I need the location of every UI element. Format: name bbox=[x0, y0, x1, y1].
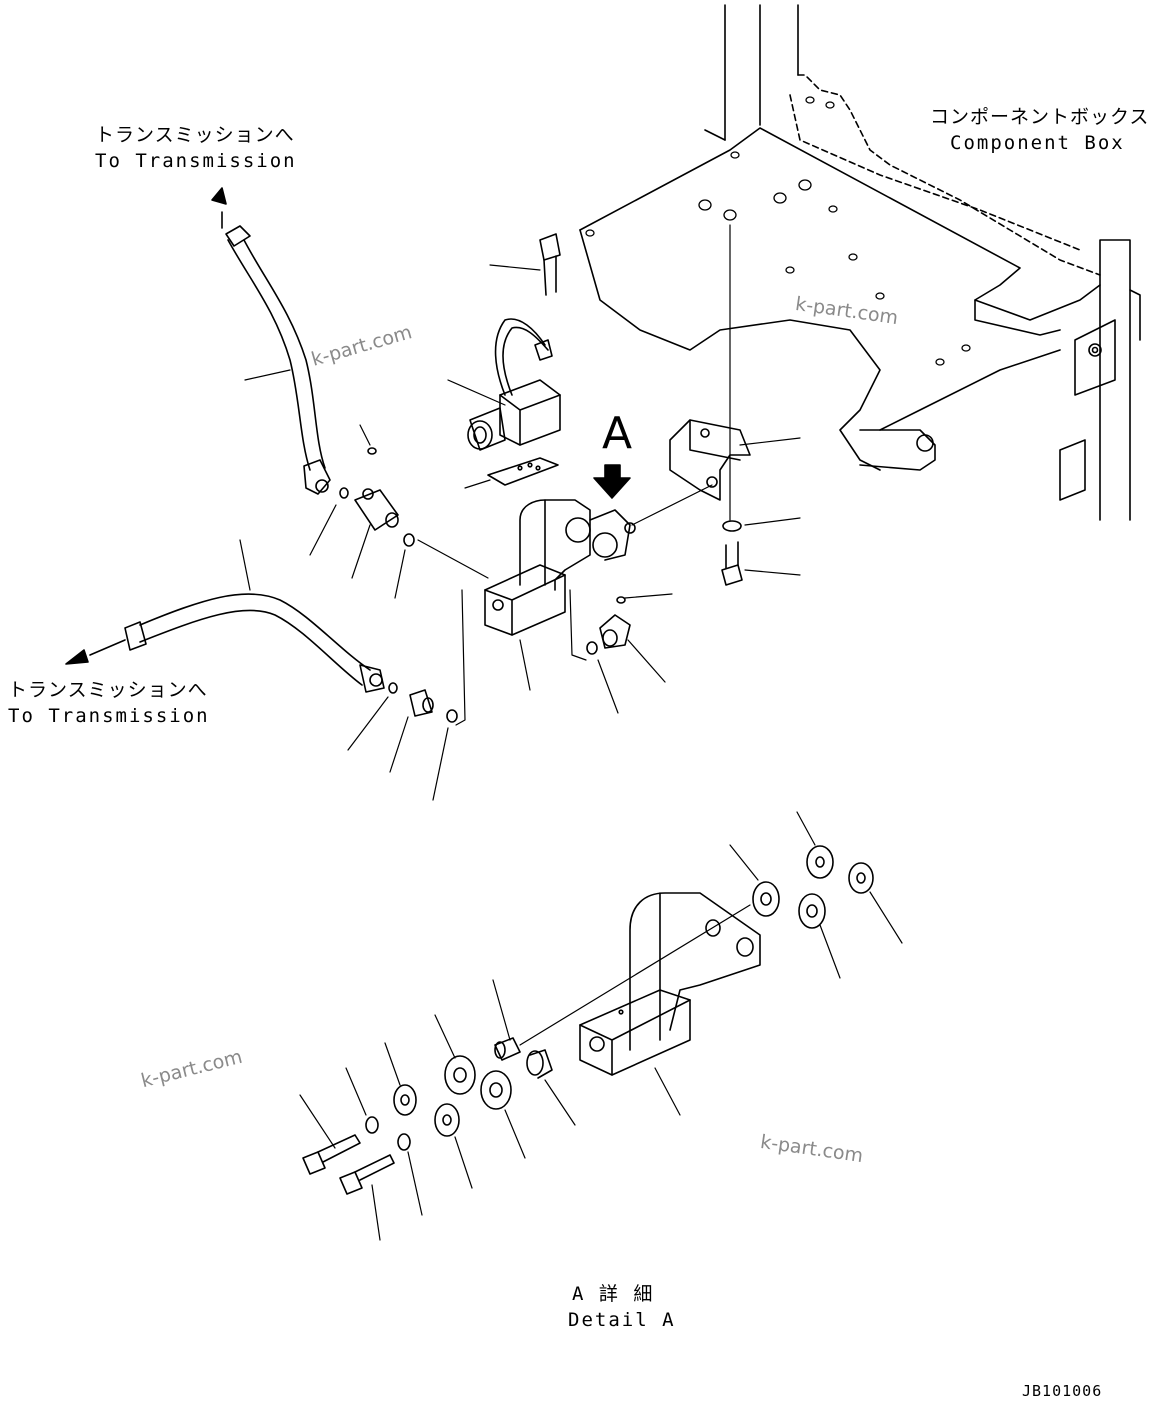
to-transmission-left-label-jp: トランスミッションへ bbox=[8, 679, 208, 701]
component-box-label-en: Component Box bbox=[950, 132, 1125, 154]
component-box-label-jp: コンポーネントボックス bbox=[930, 106, 1150, 128]
washer-bolt-right bbox=[721, 517, 801, 586]
detail-a-title-en: Detail A bbox=[568, 1309, 676, 1331]
fittings-right bbox=[569, 589, 673, 714]
hose-upper bbox=[211, 187, 331, 495]
main-bracket bbox=[484, 499, 636, 691]
to-transmission-top-label-jp: トランスミッションへ bbox=[95, 124, 295, 146]
bolt-upper bbox=[489, 233, 561, 296]
detail-a-assembly bbox=[299, 811, 903, 1241]
hose-lower bbox=[65, 539, 385, 693]
view-marker-a: A bbox=[602, 408, 633, 459]
to-transmission-left-label-en: To Transmission bbox=[8, 705, 210, 727]
to-transmission-top-label-en: To Transmission bbox=[95, 150, 297, 172]
mount-bracket bbox=[631, 224, 801, 526]
fittings-left bbox=[309, 424, 489, 801]
detail-a-title-jp: A 詳 細 bbox=[572, 1283, 655, 1305]
component-box bbox=[579, 4, 1141, 521]
gasket-plate bbox=[464, 457, 559, 489]
drawing-number: JB101006 bbox=[1022, 1382, 1103, 1400]
view-arrow-a bbox=[593, 464, 631, 499]
solenoid-valve bbox=[447, 318, 561, 451]
